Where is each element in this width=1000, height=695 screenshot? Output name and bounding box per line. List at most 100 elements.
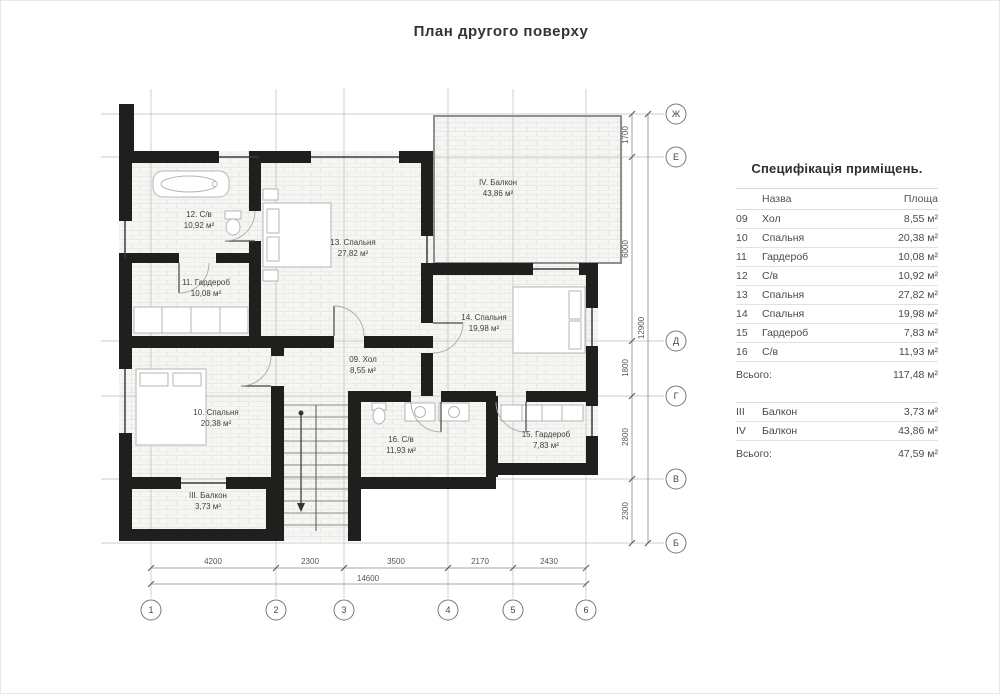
- stair-direction-arrow: [297, 410, 305, 512]
- room-label-area: 8,55 м²: [350, 366, 376, 375]
- svg-text:5: 5: [510, 605, 515, 615]
- room-area: 10,08 м²: [851, 247, 938, 267]
- axis-marker: Д: [665, 330, 687, 352]
- room-name: Гардероб: [762, 323, 852, 343]
- room-label-area: 43,86 м²: [483, 189, 514, 198]
- total-label: Всього:: [736, 448, 772, 460]
- table-row: III Балкон 3,73 м²: [736, 402, 938, 422]
- room-label-name: 10. Спальня: [193, 408, 239, 417]
- table-row: 09 Хол 8,55 м²: [736, 209, 938, 229]
- page-title: План другого поверху: [413, 23, 589, 40]
- room-number: 13: [736, 285, 762, 305]
- balcony-number: III: [736, 402, 762, 422]
- balcony-name: Балкон: [762, 402, 845, 422]
- room-number: 12: [736, 266, 762, 286]
- room-label-name: III. Балкон: [189, 491, 227, 500]
- room-label-area: 11,93 м²: [386, 446, 416, 455]
- room-number: 14: [736, 304, 762, 324]
- room-area: 27,82 м²: [851, 285, 938, 305]
- room-number: 10: [736, 228, 762, 248]
- axis-markers-right: Ж Е Д Г В Б: [665, 103, 687, 554]
- specification-title: Специфікація приміщень.: [751, 161, 923, 176]
- room-name: С/в: [762, 342, 852, 362]
- rooms-table: Назва Площа 09 Хол 8,55 м² 10 Спальня 20…: [736, 188, 938, 384]
- dimension-total-label: 14600: [357, 574, 380, 583]
- room-name: Гардероб: [762, 247, 852, 267]
- dimension-label: 2300: [301, 557, 319, 566]
- svg-text:В: В: [673, 474, 679, 484]
- total-area: 47,59 м²: [898, 448, 938, 460]
- room-name: Спальня: [762, 304, 852, 324]
- balconies-table: III Балкон 3,73 м² IV Балкон 43,86 м² Вс…: [736, 402, 938, 463]
- svg-text:Е: Е: [673, 152, 679, 162]
- room-label-name: 13. Спальня: [330, 238, 376, 247]
- axis-marker: 5: [502, 599, 524, 621]
- room-number: 16: [736, 342, 762, 362]
- balconies-total-row: Всього: 47,59 м²: [736, 441, 938, 464]
- room-label-name: 15. Гардероб: [522, 430, 571, 439]
- axis-marker: Б: [665, 532, 687, 554]
- walls: [119, 104, 598, 541]
- floor-plan: 12. С/в 10,92 м² 13. Спальня 27,82 м² IV…: [101, 89, 687, 621]
- room-name: С/в: [762, 266, 852, 286]
- room-area: 11,93 м²: [851, 342, 938, 362]
- table-row: 14 Спальня 19,98 м²: [736, 304, 938, 324]
- dimension-labels: 4200 2300 3500 2170 2430 14600 1700 6000…: [204, 126, 646, 583]
- header-name: Назва: [762, 188, 852, 210]
- room-label-name: 09. Хол: [349, 355, 377, 364]
- dimension-ticks: [147, 110, 652, 588]
- table-row: 16 С/в 11,93 м²: [736, 342, 938, 362]
- room-name: Спальня: [762, 228, 852, 248]
- room-label-name: IV. Балкон: [479, 178, 517, 187]
- table-row: 12 С/в 10,92 м²: [736, 266, 938, 286]
- windows: [124, 156, 593, 484]
- svg-text:6: 6: [583, 605, 588, 615]
- dimension-label: 4200: [204, 557, 222, 566]
- total-label: Всього:: [736, 369, 772, 381]
- room-label-name: 14. Спальня: [461, 313, 507, 322]
- furniture: [133, 170, 586, 446]
- svg-text:3: 3: [341, 605, 346, 615]
- room-label-area: 10,08 м²: [191, 289, 222, 298]
- room-area: 7,83 м²: [851, 323, 938, 343]
- svg-text:Б: Б: [673, 538, 679, 548]
- room-label-area: 20,38 м²: [201, 419, 232, 428]
- total-area: 117,48 м²: [893, 369, 938, 381]
- dimension-total-label: 12900: [637, 316, 646, 339]
- room-number: 11: [736, 247, 762, 267]
- room-label-area: 7,83 м²: [533, 441, 559, 450]
- svg-text:Д: Д: [673, 336, 679, 346]
- room-number: 09: [736, 209, 762, 229]
- room-label-area: 3,73 м²: [195, 502, 221, 511]
- axis-marker: 3: [333, 599, 355, 621]
- dimension-label: 6000: [621, 240, 630, 258]
- table-row: 13 Спальня 27,82 м²: [736, 285, 938, 305]
- room-area: 10,92 м²: [851, 266, 938, 286]
- svg-text:1: 1: [148, 605, 153, 615]
- axis-marker: 4: [437, 599, 459, 621]
- dimension-label: 2300: [621, 502, 630, 520]
- room-area: 20,38 м²: [851, 228, 938, 248]
- axis-marker: Е: [665, 146, 687, 168]
- svg-text:2: 2: [273, 605, 278, 615]
- axis-marker: 6: [575, 599, 597, 621]
- room-label-name: 16. С/в: [388, 435, 414, 444]
- axis-marker: 2: [265, 599, 287, 621]
- axis-marker: Ж: [665, 103, 687, 125]
- specification-panel: Специфікація приміщень. Назва Площа 09 Х…: [736, 161, 938, 463]
- room-area: 19,98 м²: [851, 304, 938, 324]
- balcony-name: Балкон: [762, 421, 845, 441]
- axis-marker: 1: [140, 599, 162, 621]
- rooms-total-row: Всього: 117,48 м²: [736, 362, 938, 385]
- table-row: 15 Гардероб 7,83 м²: [736, 323, 938, 343]
- table-row: 10 Спальня 20,38 м²: [736, 228, 938, 248]
- axis-marker: Г: [665, 385, 687, 407]
- room-name: Хол: [762, 209, 852, 229]
- balcony-area: 43,86 м²: [844, 421, 938, 441]
- dimension-label: 2170: [471, 557, 489, 566]
- staircase: [284, 404, 348, 531]
- room-labels: 12. С/в 10,92 м² 13. Спальня 27,82 м² IV…: [182, 178, 571, 511]
- room-name: Спальня: [762, 285, 852, 305]
- axis-markers-bottom: 1 2 3 4 5 6: [140, 599, 597, 621]
